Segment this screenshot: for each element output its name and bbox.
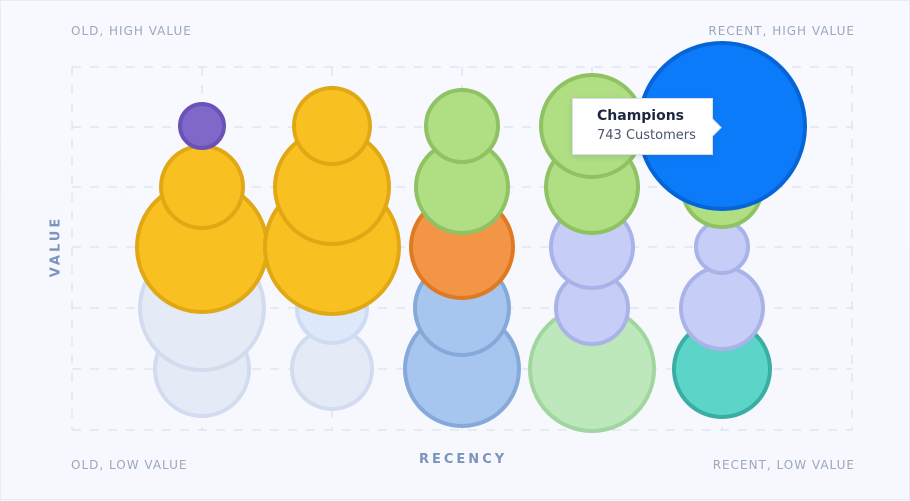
segment-bubble[interactable] — [292, 86, 372, 166]
corner-label-bottom-right: RECENT, LOW VALUE — [712, 458, 855, 472]
corner-label-top-right: RECENT, HIGH VALUE — [708, 24, 855, 38]
tooltip-title: Champions — [597, 108, 685, 124]
segment-bubble[interactable] — [159, 144, 245, 230]
y-axis-label: VALUE — [48, 215, 64, 278]
tooltip-subtitle: 743 Customers — [597, 128, 696, 143]
segment-bubble[interactable] — [178, 102, 226, 150]
corner-label-bottom-left: OLD, LOW VALUE — [71, 458, 188, 472]
segment-bubble[interactable] — [424, 88, 500, 164]
segment-bubble[interactable] — [679, 265, 765, 351]
corner-label-top-left: OLD, HIGH VALUE — [71, 24, 192, 38]
segment-tooltip: Champions 743 Customers — [572, 98, 713, 155]
x-axis-label: RECENCY — [419, 452, 508, 467]
